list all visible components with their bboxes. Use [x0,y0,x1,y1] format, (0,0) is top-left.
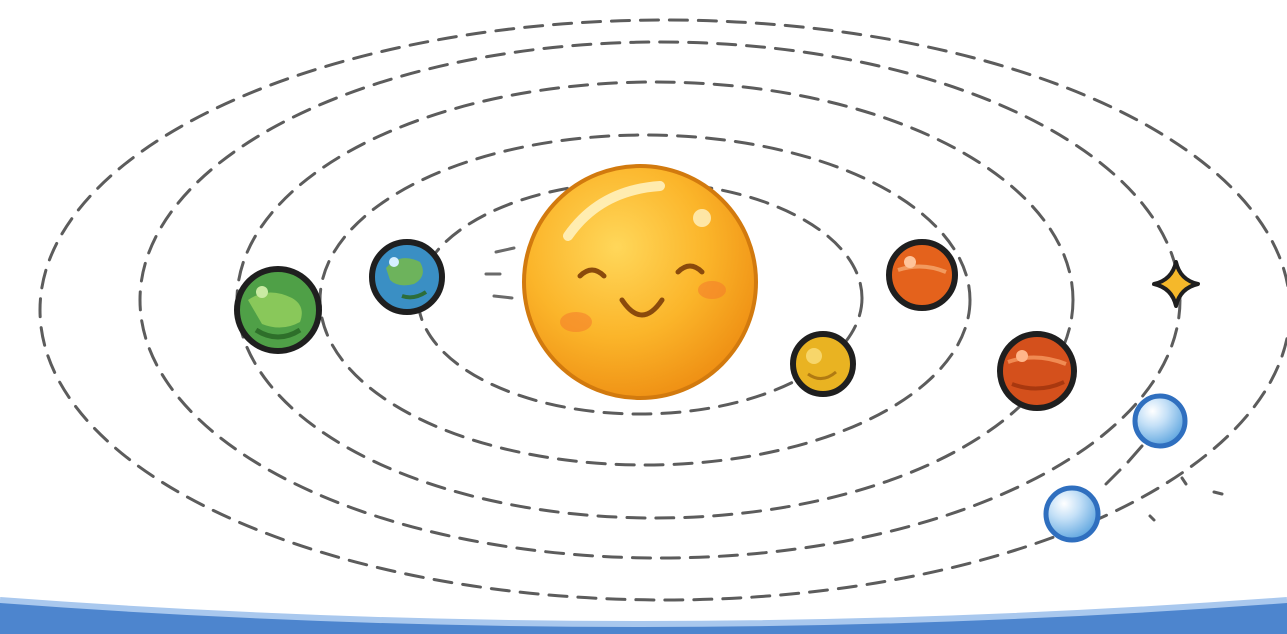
bottom-frame-band [0,600,1287,634]
blue-planet-upper [1135,396,1185,446]
blue-planet-lower [1046,488,1098,540]
sparkle-icon [1154,262,1198,306]
small-yellow-planet [793,334,853,394]
orange-planet [889,242,955,308]
sun-cheek-left [560,312,592,332]
sun [524,166,756,398]
earth-planet [372,242,442,312]
sun-trail-dashes [486,248,514,298]
green-planet [237,269,319,351]
sun-cheek-right [698,281,726,299]
red-planet [1000,334,1074,408]
